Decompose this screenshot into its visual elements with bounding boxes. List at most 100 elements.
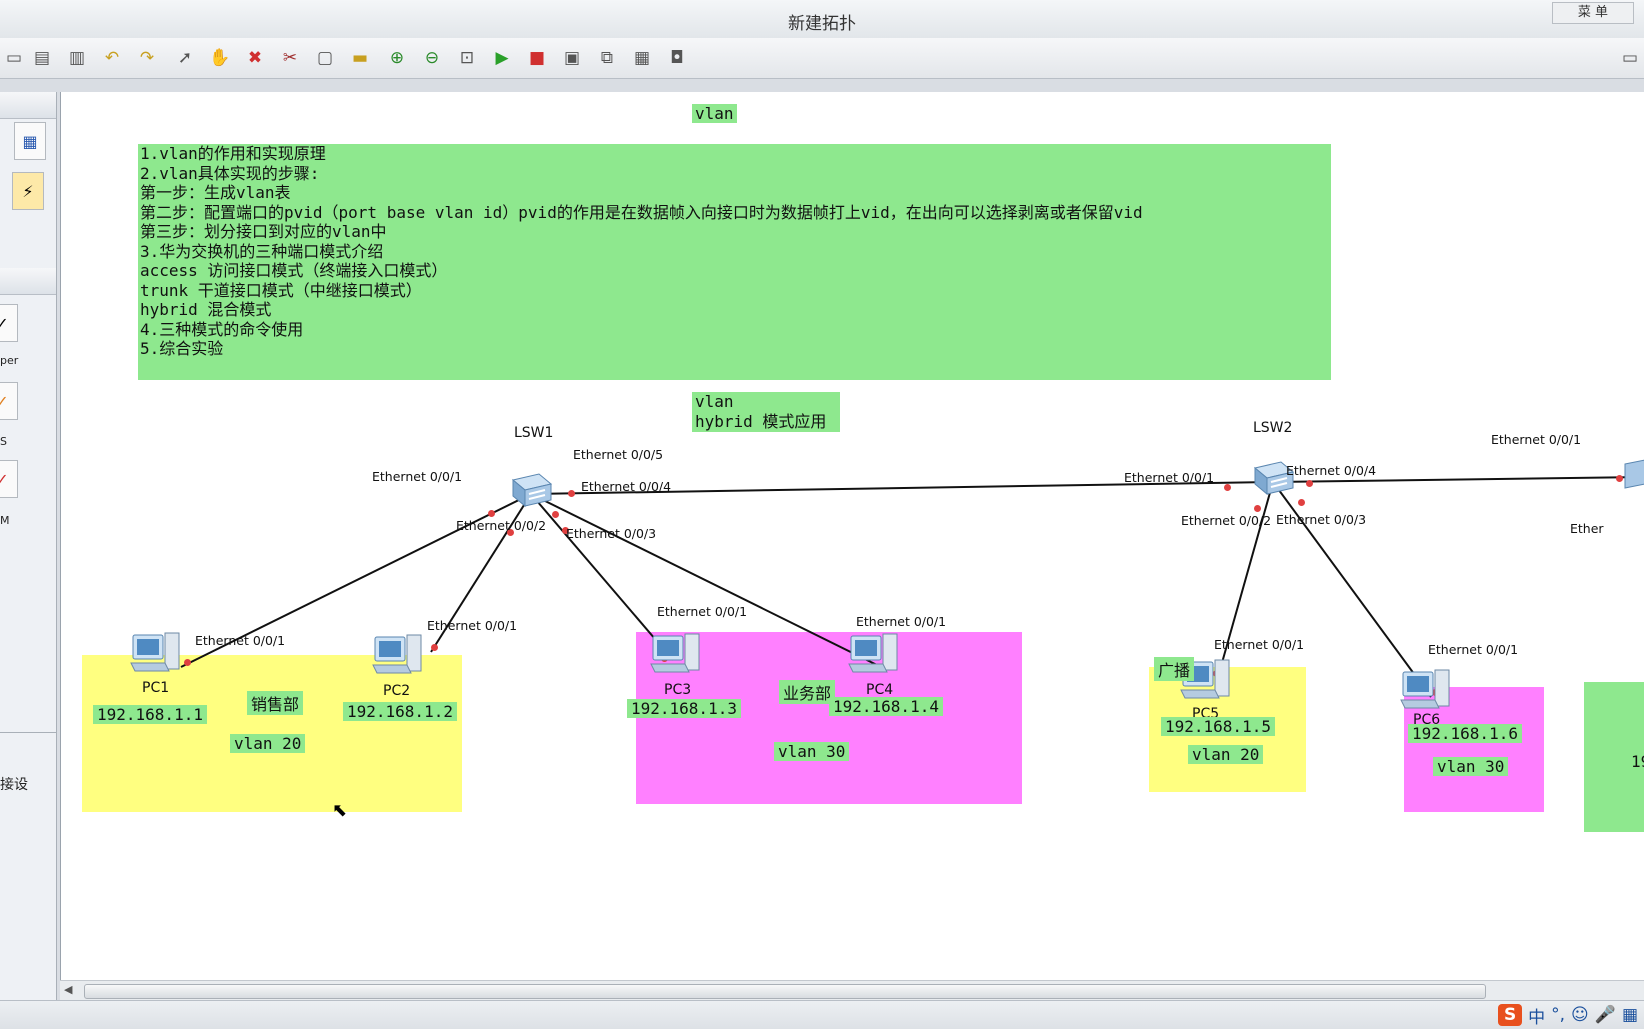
port-dot [431, 644, 438, 651]
horizontal-scrollbar[interactable]: ◀ [60, 980, 1644, 1001]
device-item-icon[interactable]: ✓ [0, 382, 18, 420]
delete-link-icon[interactable]: ✂ [282, 48, 298, 68]
ip-tag[interactable]: 192.168.1.3 [627, 699, 741, 718]
sidebar-label: per [0, 354, 19, 367]
port-dot [1224, 484, 1231, 491]
port-dot [1298, 499, 1305, 506]
menu-button[interactable]: 菜 单 [1552, 2, 1634, 24]
pc-icon [650, 633, 700, 673]
delete-icon[interactable]: ✖ [247, 48, 263, 68]
redo-icon[interactable]: ↷ [139, 48, 155, 68]
pc-pc6[interactable] [1399, 664, 1453, 718]
microphone-icon[interactable]: 🎤 [1594, 1005, 1616, 1025]
switch-icon [1253, 461, 1295, 496]
undo-icon[interactable]: ↶ [104, 48, 120, 68]
ime-toolbar[interactable]: S 中 °, ☺ 🎤 ▦ [1498, 1003, 1638, 1028]
pc-pc3[interactable] [649, 628, 703, 682]
help-icon[interactable]: ▭ [1621, 48, 1639, 68]
pc-pc1[interactable] [129, 627, 183, 681]
port-label: Ethernet 0/0/1 [856, 614, 947, 629]
port-dot [568, 490, 575, 497]
mouse-cursor-icon: ⬉ [332, 800, 348, 821]
device-item-icon[interactable]: ✓ [0, 304, 18, 342]
pc-name: PC3 [664, 682, 692, 698]
scroll-left-icon[interactable]: ◀ [64, 983, 73, 996]
scrollbar-thumb[interactable] [84, 984, 1486, 999]
port-label: Ethernet 0/0/3 [1276, 512, 1367, 527]
link-lsw1-lsw2[interactable] [530, 481, 1274, 495]
sidebar-bottom-label: 接设 [0, 777, 28, 793]
broadcast-tag[interactable]: 广播 [1154, 657, 1195, 681]
pc-pc4[interactable] [847, 628, 901, 682]
switch-lsw1[interactable] [509, 470, 553, 510]
switch-name: LSW1 [514, 425, 554, 441]
emoji-icon[interactable]: ☺ [1571, 1005, 1589, 1025]
text-note-icon[interactable]: ▢ [316, 48, 334, 68]
ip-tag[interactable]: 192.168.1.2 [343, 702, 457, 721]
port-dot [507, 529, 514, 536]
department-tag[interactable]: 销售部 [247, 691, 304, 715]
ip-tag[interactable]: 192.168.1.4 [829, 697, 943, 716]
port-label: Ethernet 0/0/2 [1181, 513, 1272, 528]
link-lsw1-pc3[interactable] [530, 493, 674, 661]
switch-lsw2[interactable] [1251, 458, 1295, 498]
port-label: Ethernet 0/0/1 [195, 633, 286, 648]
department-tag[interactable]: 业务部 [779, 680, 836, 704]
start-device-icon[interactable]: ▶ [495, 48, 509, 68]
vlan-tag[interactable]: vlan 30 [1433, 757, 1509, 776]
right-zone[interactable] [1584, 682, 1644, 832]
ime-punctuation[interactable]: °, [1551, 1005, 1566, 1025]
pc-name: PC2 [383, 683, 411, 699]
port-label: Ethernet 0/0/1 [1124, 470, 1215, 485]
keyboard-icon[interactable]: ▦ [1621, 1005, 1638, 1025]
topology-icon[interactable]: ⧉ [600, 48, 614, 68]
stop-device-icon[interactable]: ■ [528, 48, 546, 68]
zoom-in-icon[interactable]: ⊕ [389, 48, 405, 68]
topology-canvas[interactable]: vlan 1.vlan的作用和实现原理 2.vlan具体实现的步骤: 第一步：生… [60, 92, 1644, 980]
sales-zone[interactable] [82, 655, 462, 812]
select-icon[interactable]: ➚ [177, 48, 193, 68]
business-zone[interactable] [636, 632, 1022, 804]
port-label: Ethernet 0/0/1 [372, 469, 463, 484]
vlan-tag[interactable]: vlan 20 [1188, 745, 1264, 764]
switch-icon [1624, 459, 1644, 489]
switch-far-partial[interactable] [1621, 454, 1644, 494]
link-cable-icon[interactable]: ⚡ [12, 172, 44, 210]
fit-icon[interactable]: ⊡ [459, 48, 475, 68]
device-item-icon[interactable]: ✓ [0, 460, 18, 498]
notes-box[interactable]: 1.vlan的作用和实现原理 2.vlan具体实现的步骤: 第一步：生成vlan… [138, 144, 1331, 380]
capture-icon[interactable]: ▣ [563, 48, 581, 68]
new-icon[interactable]: ▭ [5, 48, 23, 68]
link-lsw2-pc5[interactable] [1217, 481, 1274, 678]
port-label: Ethernet 0/0/5 [573, 447, 664, 462]
open-icon[interactable]: ▤ [33, 48, 51, 68]
device-grid-icon[interactable]: ▦ [14, 122, 46, 160]
link-lsw1-pc4[interactable] [530, 493, 882, 668]
port-label: Ethernet 0/0/1 [427, 618, 518, 633]
ime-mode[interactable]: 中 [1528, 1007, 1546, 1028]
port-dot [1254, 505, 1261, 512]
subtitle-box[interactable]: vlan hybrid 模式应用 [692, 392, 840, 432]
link-lsw2-far[interactable] [1272, 476, 1644, 483]
pc-pc2[interactable] [371, 629, 425, 683]
vlan-tag[interactable]: vlan 20 [230, 734, 306, 753]
table-icon[interactable]: ▦ [633, 48, 651, 68]
screenshot-icon[interactable]: ◘ [670, 48, 684, 68]
ip-tag[interactable]: 192.168.1.1 [93, 705, 207, 724]
save-icon[interactable]: ▥ [68, 48, 86, 68]
rectangle-icon[interactable]: ▬ [351, 48, 369, 68]
zoom-out-icon[interactable]: ⊖ [424, 48, 440, 68]
ip-tag[interactable]: 192.168.1.6 [1408, 724, 1522, 743]
ip-tag[interactable]: 192.168.1.5 [1161, 717, 1275, 736]
link-lsw1-pc1[interactable] [180, 493, 532, 668]
title-tag[interactable]: vlan [692, 104, 737, 123]
link-lsw2-pc6[interactable] [1272, 481, 1432, 698]
sogou-ime-icon[interactable]: S [1498, 1004, 1523, 1026]
sidebar-label: M [0, 514, 10, 527]
link-lsw1-pc2[interactable] [430, 493, 532, 653]
links-layer [180, 476, 1644, 698]
status-bar: S 中 °, ☺ 🎤 ▦ [0, 1000, 1644, 1029]
pan-hand-icon[interactable]: ✋ [209, 48, 231, 68]
vlan-tag[interactable]: vlan 30 [774, 742, 850, 761]
pc-icon [372, 634, 422, 674]
